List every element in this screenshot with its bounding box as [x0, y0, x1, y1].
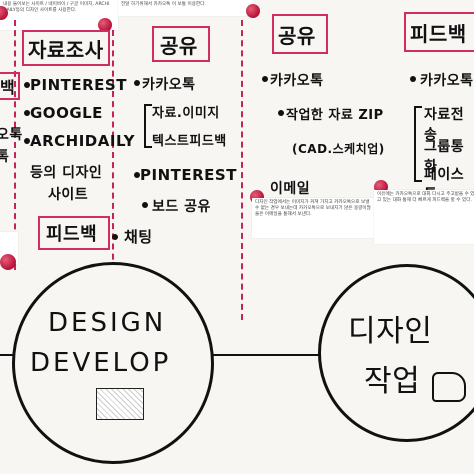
right-share-note: 다자인 작업에서는 이미지가 커져 가지고 카카오톡으로 보낼 수 없는 경우 … [252, 198, 374, 238]
circle-right-line2: 작업 [364, 364, 421, 399]
bullet-chat [112, 234, 118, 240]
bullet-left-2 [24, 110, 30, 116]
circle-left-line2: DEVELOP [30, 348, 172, 378]
pin-top-right [246, 4, 260, 18]
mid-bracket [144, 104, 152, 148]
left-item-archidaily: ARCHIDAILY [30, 132, 136, 150]
right-share-item-email: 이메일 [270, 181, 311, 197]
left-partial-item-1: 오톡 [0, 127, 23, 143]
top-left-note-text: 내용 들어보는 사이트 / 네이버이 / 구글 이미지, ARCHI DAILY… [3, 2, 110, 13]
left-partial-header-text: 백 [0, 78, 16, 97]
dashed-line-right [241, 20, 243, 320]
bullet-right-feedback [410, 76, 416, 82]
pin-top-mid [98, 18, 112, 32]
circle-left-line1: DESIGN [48, 308, 167, 338]
right-share-item-cad: (CAD.스케치업) [292, 142, 385, 156]
left-item-pinterest: PINTEREST [30, 76, 127, 94]
top-left-note: 내용 들어보는 사이트 / 네이버이 / 구글 이미지, ARCHI DAILY… [0, 0, 118, 30]
pin-top-left [0, 6, 8, 20]
mid-item-pinterest: PINTEREST [140, 166, 237, 184]
feedback-left-header: 피드백 [46, 224, 98, 245]
right-share-item-kakaotalk: 카카오톡 [270, 73, 324, 89]
right-feedback-note: 이유에는 카카오톡으로 대화 다시고 주고받을 수 있고 있는 대화 통해 더 … [374, 190, 474, 244]
pen-hand-icon [432, 372, 466, 402]
right-feedback-bracket [414, 106, 422, 182]
circle-design-develop [12, 262, 214, 464]
right-feedback-item-transfer: 자료전송 [424, 107, 465, 143]
top-mid-note-text: 전달 하기위해서 카카오톡 이 보통 이용한다. [121, 2, 206, 7]
left-item-design-line1: 등의 디자인 [30, 165, 103, 181]
right-feedback-header: 피드백 [410, 22, 467, 46]
dashed-line-mid [112, 30, 114, 280]
mid-item-board-share: 보드 공유 [152, 199, 211, 215]
right-feedback-item-kakaotalk: 카카오톡 [420, 73, 474, 89]
bullet-right-share-1 [262, 76, 268, 82]
left-column-header-box [22, 30, 110, 66]
left-partial-item-2: 톡 [0, 149, 10, 165]
mid-item-image: 자료.이미지 [152, 106, 220, 121]
top-mid-note: 전달 하기위해서 카카오톡 이 보통 이용한다. [118, 0, 254, 16]
bullet-left-1 [24, 82, 30, 88]
left-partial-header [0, 72, 20, 100]
bullet-right-share-2 [278, 110, 284, 116]
mid-item-text-feedback: 텍스트피드백 [152, 134, 227, 149]
left-item-google: GOOGLE [30, 104, 103, 122]
pin-feedback-left [0, 254, 16, 270]
right-share-header: 공유 [278, 24, 316, 48]
bullet-mid-2 [134, 172, 140, 178]
circle-design-work [318, 264, 474, 442]
mid-column-header-box [152, 26, 210, 62]
bullet-mid-3 [142, 202, 148, 208]
right-feedback-note-text: 이유에는 카카오톡으로 대화 다시고 주고받을 수 있고 있는 대화 통해 더 … [377, 192, 474, 203]
dashed-line-left [14, 20, 16, 270]
left-column-header: 자료조사 [28, 38, 104, 62]
right-feedback-item-groupcall: 그룹통화 [424, 139, 465, 175]
right-share-header-box [272, 14, 328, 54]
right-feedback-header-box [404, 12, 474, 52]
left-item-design-line2: 사이트 [48, 187, 89, 203]
left-bottom-chat: 채팅 [124, 228, 153, 246]
feedback-left-header-box [38, 216, 110, 250]
bullet-mid-1 [134, 80, 140, 86]
circle-right-line1: 디자인 [348, 314, 433, 349]
right-share-note-text: 다자인 작업에서는 이미지가 커져 가지고 카카오톡으로 보낼 수 없는 경우 … [255, 200, 371, 217]
bullet-left-3 [24, 138, 30, 144]
mid-item-kakaotalk: 카카오톡 [142, 77, 196, 93]
sketch-icon-left [96, 388, 144, 420]
mid-column-header: 공유 [160, 34, 198, 58]
right-share-item-zip: 작업한 자료 ZIP [286, 108, 384, 123]
connecting-line [0, 354, 474, 356]
